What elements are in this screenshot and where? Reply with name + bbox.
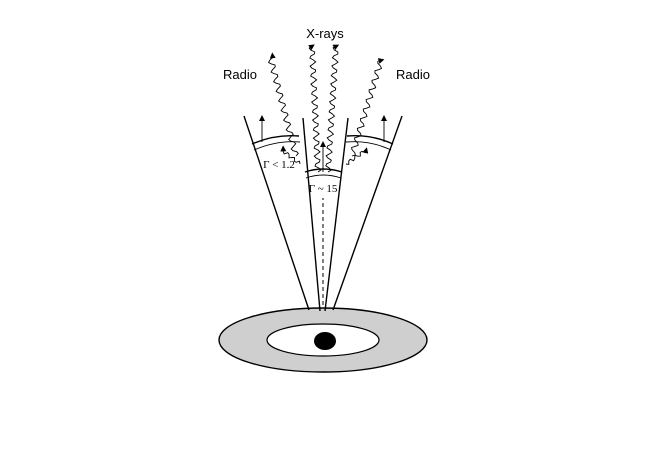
radio-right-label: Radio [396,67,430,82]
outer-cone [243,115,403,311]
inner-cone [302,117,349,312]
gamma-slow-label: Γ < 1.2 [263,159,295,171]
radio-photon-path-left [267,52,299,157]
gamma-fast-label: Γ ~ 15 [309,183,338,195]
right-shock-front [345,134,394,151]
flow-arrows [259,115,387,172]
xray-photon-path [325,44,340,173]
radio-photon-path-right [351,58,385,157]
xray-photon-path [308,44,322,173]
spine-shock-front [304,168,343,179]
left-shock-front [251,134,301,151]
cross-photon-path-right [345,147,369,165]
xrays-label: X-rays [306,26,344,41]
cross-photon-path-left [280,145,301,165]
black-hole-icon [314,332,336,350]
radio-left-label: Radio [223,67,257,82]
photon-paths [267,44,385,173]
